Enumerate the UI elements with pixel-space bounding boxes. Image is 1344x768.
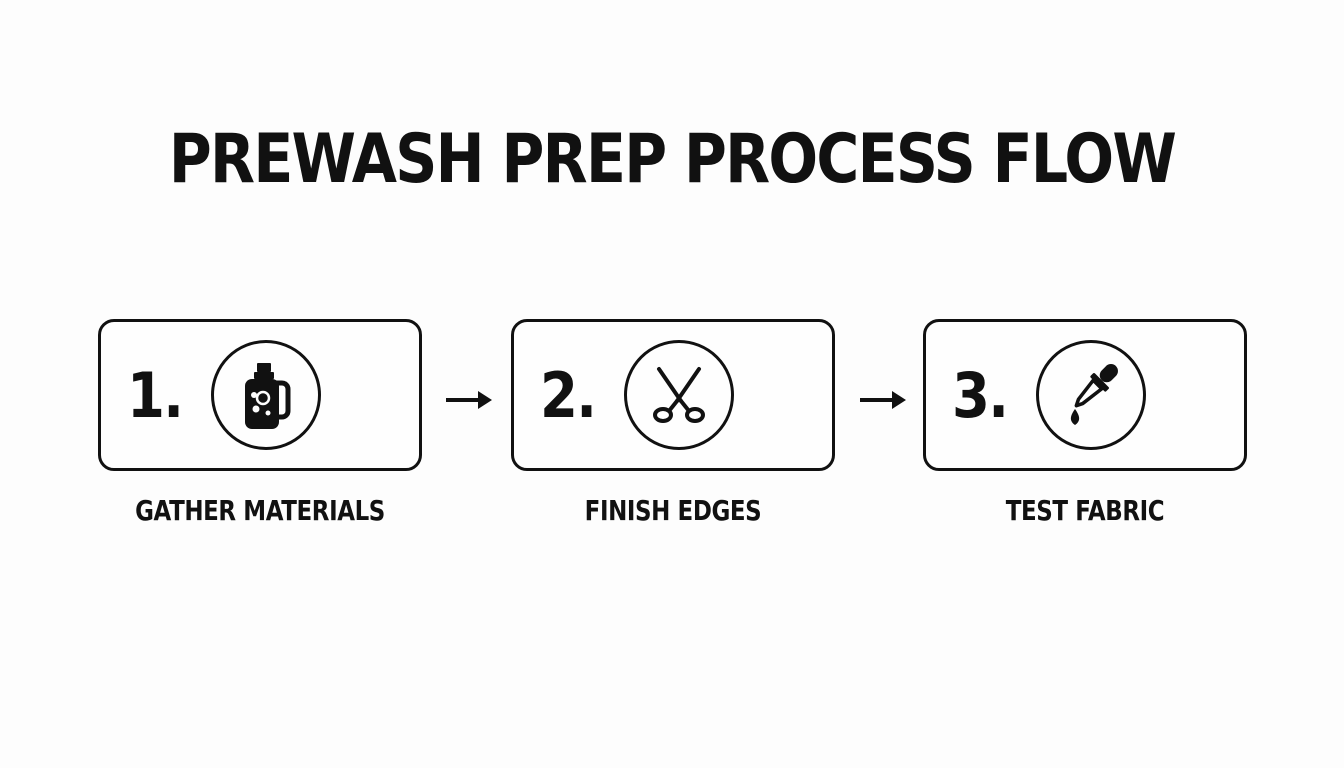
step-1-box: 1.: [98, 319, 422, 471]
detergent-bottle-icon: [245, 363, 291, 429]
step-2-label: FINISH EDGES: [584, 494, 762, 527]
step-2-number: 2.: [540, 359, 597, 432]
dropper-icon: [1070, 364, 1118, 425]
step-3-box: 3.: [923, 319, 1247, 471]
diagram-title: PREWASH PREP PROCESS FLOW: [168, 120, 1177, 199]
scissors-icon: [653, 367, 705, 423]
step-1-number: 1.: [127, 359, 184, 432]
step-2-icon-circle: [624, 340, 734, 450]
step-3-label: TEST FABRIC: [1005, 494, 1165, 527]
step-2-box: 2.: [511, 319, 835, 471]
step-3-number: 3.: [952, 359, 1009, 432]
step-1-icon-circle: [211, 340, 321, 450]
step-1-label: GATHER MATERIALS: [135, 494, 385, 527]
arrow-right-icon: [446, 391, 492, 409]
step-3-icon-circle: [1036, 340, 1146, 450]
arrow-right-icon: [860, 391, 906, 409]
